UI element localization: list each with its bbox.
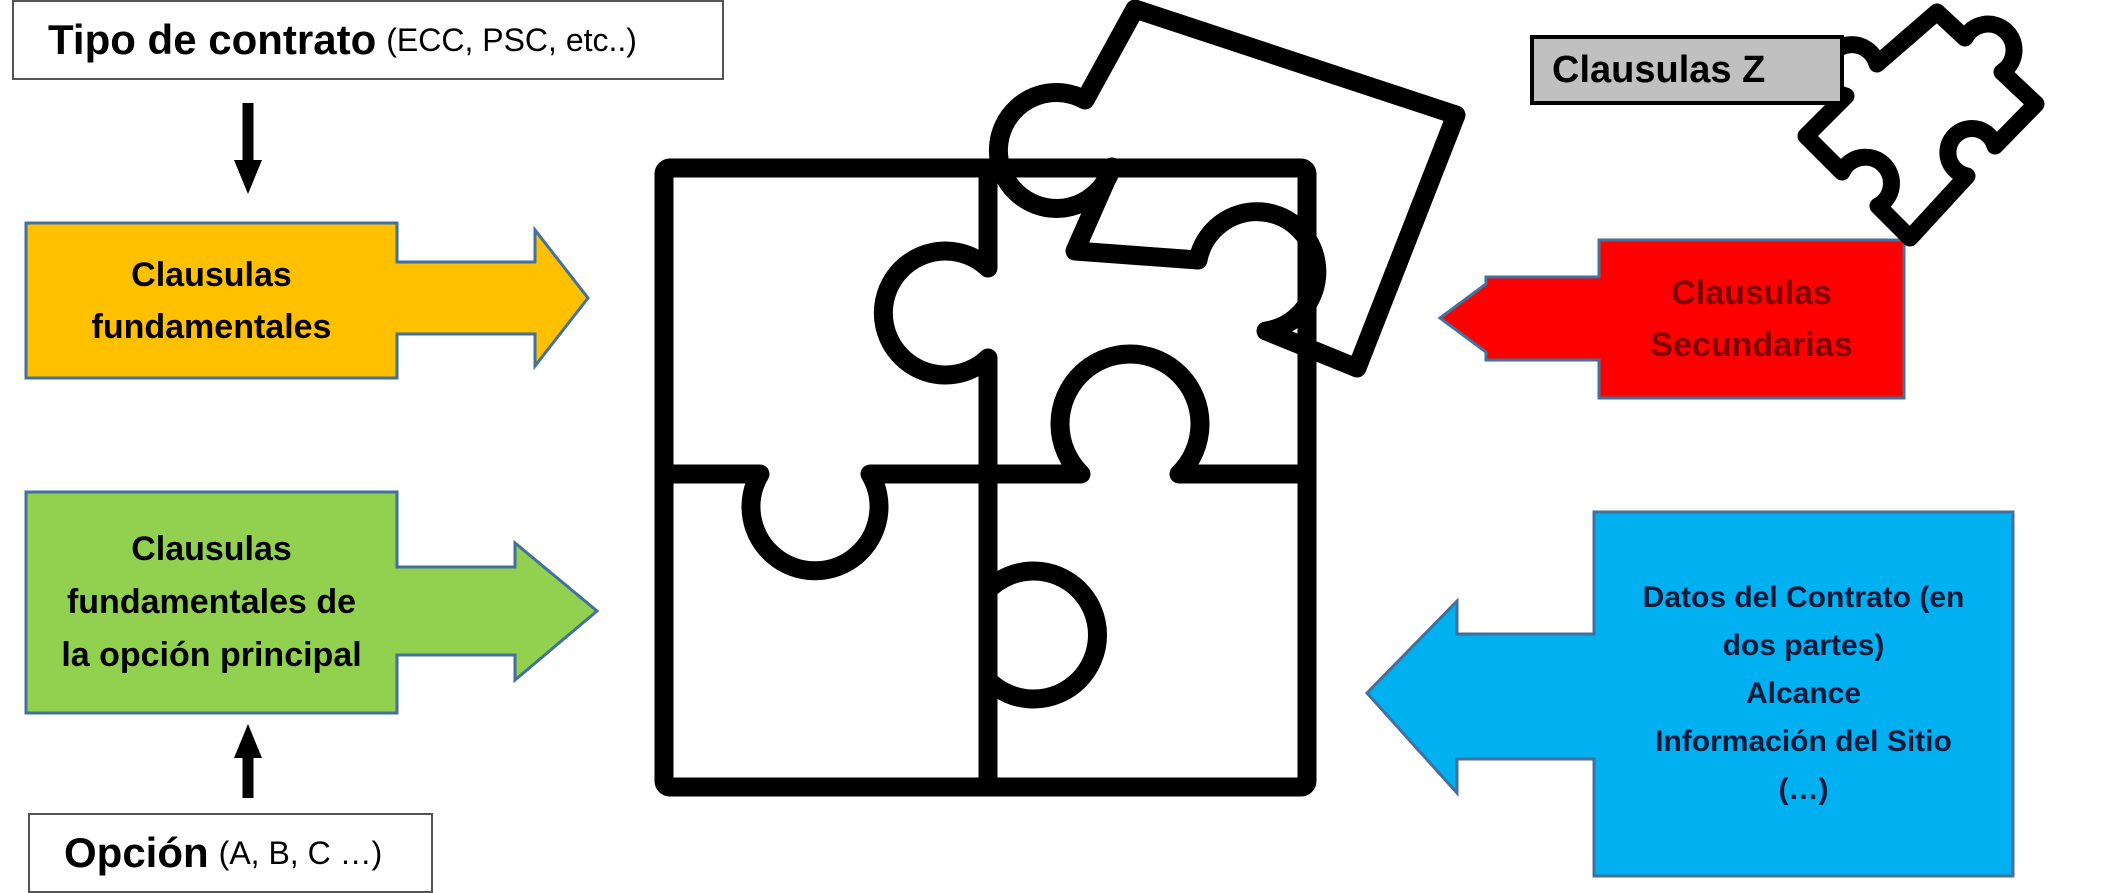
arrow-down-contract bbox=[234, 103, 262, 194]
arrow-up-option bbox=[234, 724, 262, 798]
contract-type-box: Tipo de contrato (ECC, PSC, etc..) bbox=[12, 0, 724, 80]
core-clauses-line: Clausulas bbox=[92, 249, 332, 301]
option-detail: (A, B, C …) bbox=[219, 835, 383, 872]
core-clauses-line: fundamentales bbox=[92, 301, 332, 353]
core-clauses-text: Clausulas fundamentales bbox=[26, 223, 397, 378]
contract-data-line: dos partes) bbox=[1643, 622, 1965, 670]
main-option-clauses-line: la opción principal bbox=[61, 629, 361, 682]
secondary-clauses-line: Secundarias bbox=[1650, 319, 1852, 371]
contract-data-line: Datos del Contrato (en bbox=[1643, 574, 1965, 622]
contract-data-line: (…) bbox=[1643, 766, 1965, 814]
contract-type-label: Tipo de contrato bbox=[48, 16, 376, 64]
option-label: Opción bbox=[64, 829, 209, 877]
contract-data-line: Alcance bbox=[1643, 670, 1965, 718]
secondary-clauses-text: Clausulas Secundarias bbox=[1599, 240, 1904, 398]
contract-type-detail: (ECC, PSC, etc..) bbox=[386, 22, 637, 59]
z-clauses-label: Clausulas Z bbox=[1552, 49, 1765, 92]
contract-data-text: Datos del Contrato (en dos partes) Alcan… bbox=[1594, 512, 2013, 876]
jigsaw-puzzle-icon bbox=[664, 168, 1307, 787]
main-option-clauses-line: Clausulas bbox=[61, 523, 361, 576]
option-box: Opción (A, B, C …) bbox=[28, 813, 433, 893]
floating-puzzle-piece-icon bbox=[998, 9, 1456, 368]
secondary-clauses-line: Clausulas bbox=[1650, 267, 1852, 319]
contract-data-line: Información del Sitio bbox=[1643, 718, 1965, 766]
main-option-clauses-text: Clausulas fundamentales de la opción pri… bbox=[26, 492, 397, 713]
main-option-clauses-line: fundamentales de bbox=[61, 576, 361, 629]
z-clauses-box: Clausulas Z bbox=[1530, 35, 1844, 105]
